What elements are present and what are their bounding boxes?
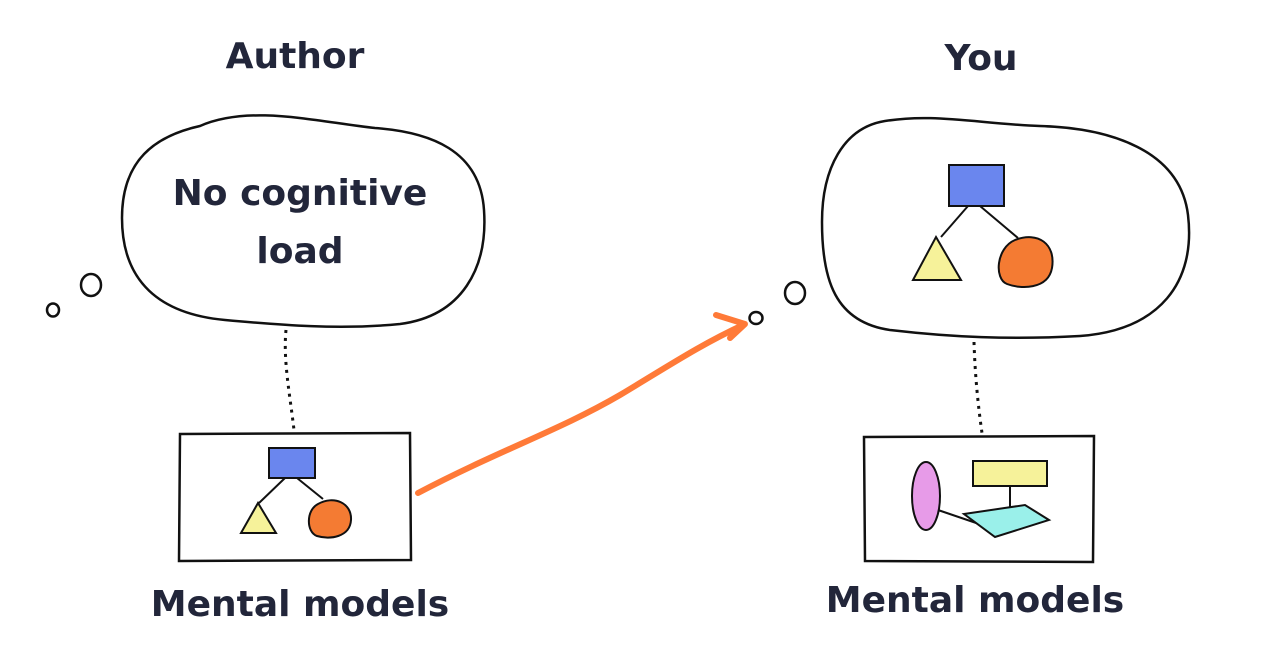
author-mental-model-box xyxy=(177,431,413,563)
author-thought-cloud xyxy=(120,114,486,328)
blue-rectangle-node xyxy=(948,164,1005,207)
you-caption: Mental models xyxy=(825,580,1125,621)
thought-dot-small xyxy=(748,310,764,326)
you-thought-bubble xyxy=(748,116,1191,340)
you-title: You xyxy=(944,38,1018,79)
knowledge-transfer-arrow xyxy=(415,312,748,496)
author-model-frame xyxy=(177,431,413,563)
orange-blob-node xyxy=(307,499,353,539)
author-caption: Mental models xyxy=(150,584,450,625)
author-thought-bubble xyxy=(45,114,486,328)
yellow-rectangle-node xyxy=(972,460,1048,487)
thought-dot-small xyxy=(45,302,61,318)
thought-dot-medium xyxy=(783,280,807,306)
you-mental-model-box xyxy=(862,434,1096,564)
you-model-frame xyxy=(862,434,1096,564)
yellow-triangle-node xyxy=(239,501,278,534)
cyan-diamond-node xyxy=(961,503,1052,539)
orange-blob-node xyxy=(997,236,1054,288)
thought-dot-medium xyxy=(79,272,103,298)
pink-ellipse-node xyxy=(911,461,941,531)
author-thought-text: No cognitive load xyxy=(172,173,428,272)
blue-rectangle-node xyxy=(268,447,316,479)
you-dotted-connector xyxy=(972,341,984,434)
yellow-triangle-node xyxy=(911,234,963,281)
author-title: Author xyxy=(225,36,365,77)
author-dotted-connector xyxy=(283,329,296,431)
